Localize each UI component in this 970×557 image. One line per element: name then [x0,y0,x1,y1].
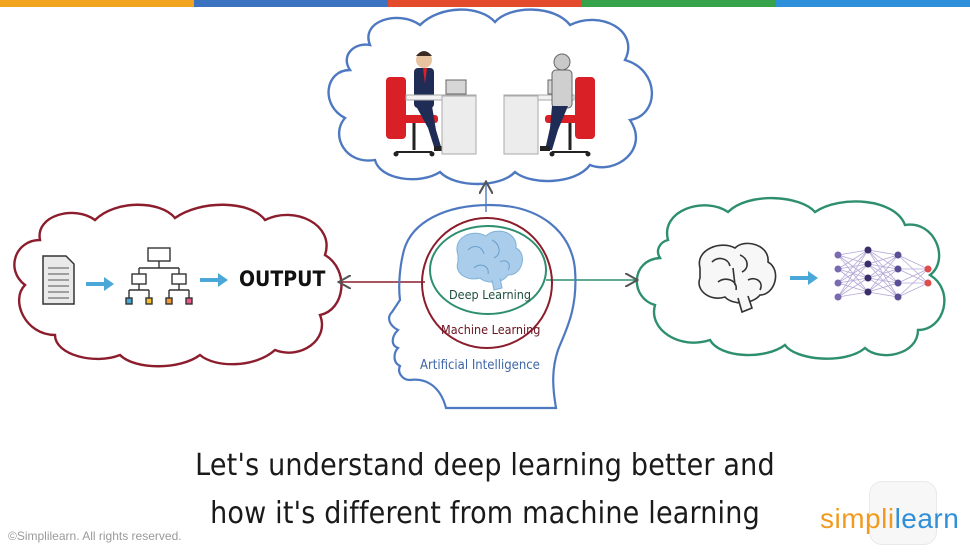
deep-learning-label: Deep Learning [449,287,531,302]
top-color-bar [0,0,970,7]
top-bar-segment-red [388,0,582,7]
top-bar-segment-orange [0,0,194,7]
ai-head-outline [388,203,577,410]
deep-learning-cloud [635,196,946,360]
brand-logo-part2: learn [894,503,960,534]
output-label: OUTPUT [239,267,325,291]
flowchart-icon [125,247,193,305]
brand-logo-part1: simpli [820,503,895,534]
arrow-flowchart-to-output [200,273,228,287]
copyright-notice: ©Simplilearn. All rights reserved. [8,529,182,543]
brand-logo: simplilearn [820,503,959,535]
top-bar-segment-green [582,0,776,7]
output-cloud [13,203,343,368]
caption-line-1: Let's understand deep learning better an… [195,448,775,483]
neural-network-icon [834,246,932,301]
artificial-intelligence-label: Artificial Intelligence [420,358,540,373]
brain-icon-center [456,230,523,291]
top-bar-segment-blue [194,0,388,7]
businessman-at-desk-icon [386,51,477,157]
machine-learning-label: Machine Learning [441,322,540,337]
play-badge [870,482,936,544]
top-bar-segment-lightblue [776,0,970,7]
brain-icon-right [698,242,777,314]
document-icon [42,255,75,305]
arrow-brain-to-network [790,271,818,285]
top-cloud [327,8,654,186]
arrow-doc-to-flowchart [86,277,114,291]
robot-at-desk-icon [503,53,595,157]
caption-line-2: how it's different from machine learning [210,496,760,531]
machine-learning-ring [421,217,553,349]
deep-learning-ring [429,225,547,315]
